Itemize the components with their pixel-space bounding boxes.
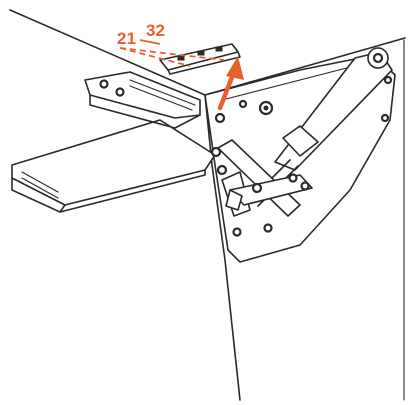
arrow-shaft: [217, 69, 237, 111]
mount-hole-4: [232, 227, 242, 237]
pivot-hole-3: [300, 181, 310, 191]
flap-edge-bottom: [59, 169, 206, 213]
cabinet-top-front-edge: [9, 9, 206, 96]
flap-top-face: [11, 119, 216, 206]
pivot-hole: [251, 182, 263, 194]
dimension-label-21: 21: [117, 29, 136, 48]
arrow-head: [226, 56, 244, 80]
clip-slot-3: [215, 46, 223, 52]
bracket-ridge-2: [129, 85, 193, 111]
dimension-label-32: 32: [146, 21, 165, 40]
clip-slot: [177, 55, 185, 61]
hinge-mechanism: [204, 47, 396, 263]
bracket-screw-hole: [99, 79, 109, 89]
mount-hole-2: [210, 146, 222, 158]
spring-top-pivot-center: [372, 52, 384, 64]
gas-spring-collar: [282, 125, 319, 157]
mount-hole-5: [383, 75, 393, 85]
lift-flap-door: [11, 119, 216, 213]
mount-hole: [214, 112, 226, 124]
bracket-plate: [84, 71, 201, 119]
cabinet-side-front-edge: [204, 94, 241, 401]
bracket-screw-hole-2: [115, 87, 125, 97]
flap-edge-line: [21, 171, 59, 193]
bracket-edge: [89, 94, 201, 129]
dimension-line-lower: [119, 47, 191, 67]
lift-up-arrow-icon: [217, 56, 244, 111]
dimension-line-upper: [119, 47, 225, 61]
clip-slot-2: [197, 50, 205, 56]
hinge-knob: [225, 189, 243, 211]
dimension-annotations: 21 32: [117, 21, 225, 67]
dimension-tick: [139, 39, 161, 45]
mount-hole-7: [238, 99, 248, 109]
adjust-screw-center: [263, 105, 269, 111]
flap-bracket: [84, 71, 201, 129]
clip-edge: [167, 51, 241, 75]
bracket-ridge: [129, 79, 196, 106]
pivot-hole-4: [263, 223, 273, 233]
plate-inner-edge: [221, 61, 371, 101]
flap-edge-front: [11, 177, 66, 213]
mount-hole-3: [216, 164, 228, 176]
clip-body: [159, 43, 239, 71]
mount-hole-6: [380, 113, 390, 123]
pivot-hole-2: [288, 173, 298, 183]
flap-edge-line-2: [21, 177, 59, 199]
top-mounting-clip: [159, 43, 241, 75]
